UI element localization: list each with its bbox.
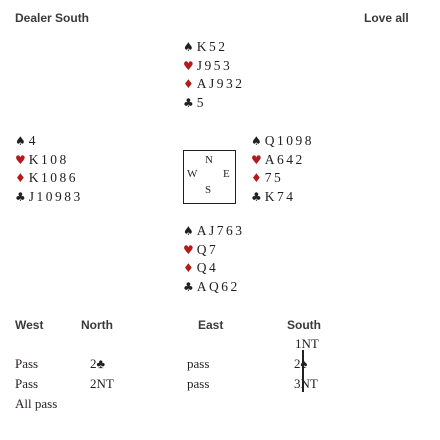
auction-bid: All pass <box>15 396 58 411</box>
club-icon: ♣ <box>15 189 26 204</box>
compass-north: N <box>205 154 213 166</box>
spade-icon: ♠ <box>251 134 262 148</box>
east-spades-cards: Q1098 <box>264 133 315 148</box>
south-spades: ♠AJ763 <box>183 222 245 241</box>
compass-west: W <box>187 168 198 180</box>
auction-bid: pass <box>187 356 210 371</box>
east-hearts: ♥A642 <box>251 151 314 170</box>
club-icon: ♣ <box>183 95 194 110</box>
diamond-icon: ♦ <box>251 171 262 185</box>
auction-bid: Pass <box>15 376 39 391</box>
south-diamonds-cards: Q4 <box>196 260 219 275</box>
auction-bid: 2NT <box>90 376 114 391</box>
auction-header-east: East <box>198 318 224 332</box>
auction-header-north: North <box>81 318 113 332</box>
club-icon: ♣ <box>251 189 262 204</box>
west-clubs-cards: J10983 <box>28 188 83 204</box>
heart-icon: ♥ <box>15 152 26 167</box>
diamond-icon: ♦ <box>15 171 26 185</box>
south-hearts-cards: Q7 <box>196 241 219 257</box>
west-spades-cards: 4 <box>28 133 39 148</box>
diamond-icon: ♦ <box>183 77 194 91</box>
auction-header-south: South <box>287 318 321 332</box>
auction-bid: 3NT <box>294 376 318 391</box>
auction-header-west: West <box>15 318 44 332</box>
east-clubs: ♣K74 <box>251 188 314 207</box>
dealer-label: Dealer South <box>15 11 90 25</box>
west-hand: ♠4 ♥K108 ♦K1086 ♣J10983 <box>15 132 83 206</box>
east-diamonds-cards: 75 <box>264 170 284 185</box>
auction-bid: 2♠ <box>294 356 308 371</box>
compass-south: S <box>205 184 212 196</box>
heart-icon: ♥ <box>251 152 262 167</box>
south-clubs: ♣AQ62 <box>183 278 245 297</box>
vulnerability-label: Love all <box>364 11 409 25</box>
auction-bid: Pass <box>15 356 39 371</box>
west-diamonds-cards: K1086 <box>28 170 79 185</box>
west-clubs: ♣J10983 <box>15 188 83 207</box>
diamond-icon: ♦ <box>183 261 194 275</box>
auction-bid: 1NT <box>295 336 319 351</box>
south-clubs-cards: AQ62 <box>196 278 240 294</box>
auction-bid: 2♣ <box>90 356 106 371</box>
west-hearts-cards: K108 <box>28 151 69 167</box>
north-diamonds: ♦AJ932 <box>183 75 245 94</box>
club-icon: ♣ <box>183 279 194 294</box>
south-diamonds: ♦Q4 <box>183 259 245 278</box>
east-hearts-cards: A642 <box>264 151 305 167</box>
east-hand: ♠Q1098 ♥A642 ♦75 ♣K74 <box>251 132 314 206</box>
north-spades-cards: K52 <box>196 39 228 54</box>
west-spades: ♠4 <box>15 132 83 151</box>
south-hearts: ♥Q7 <box>183 241 245 260</box>
north-hearts-cards: J953 <box>196 57 233 73</box>
north-diamonds-cards: AJ932 <box>196 76 245 91</box>
west-hearts: ♥K108 <box>15 151 83 170</box>
auction-bid: pass <box>187 376 210 391</box>
heart-icon: ♥ <box>183 242 194 257</box>
north-clubs: ♣5 <box>183 94 245 113</box>
south-spades-cards: AJ763 <box>196 223 245 238</box>
north-hearts: ♥J953 <box>183 57 245 76</box>
compass-east: E <box>223 168 230 180</box>
east-clubs-cards: K74 <box>264 188 296 204</box>
north-clubs-cards: 5 <box>196 94 207 110</box>
heart-icon: ♥ <box>183 58 194 73</box>
east-spades: ♠Q1098 <box>251 132 314 151</box>
spade-icon: ♠ <box>15 134 26 148</box>
north-hand: ♠K52 ♥J953 ♦AJ932 ♣5 <box>183 38 245 112</box>
spade-icon: ♠ <box>183 224 194 238</box>
spade-icon: ♠ <box>183 40 194 54</box>
auction-divider <box>302 350 304 392</box>
compass-box: N W E S <box>183 150 236 204</box>
south-hand: ♠AJ763 ♥Q7 ♦Q4 ♣AQ62 <box>183 222 245 296</box>
north-spades: ♠K52 <box>183 38 245 57</box>
west-diamonds: ♦K1086 <box>15 169 83 188</box>
east-diamonds: ♦75 <box>251 169 314 188</box>
